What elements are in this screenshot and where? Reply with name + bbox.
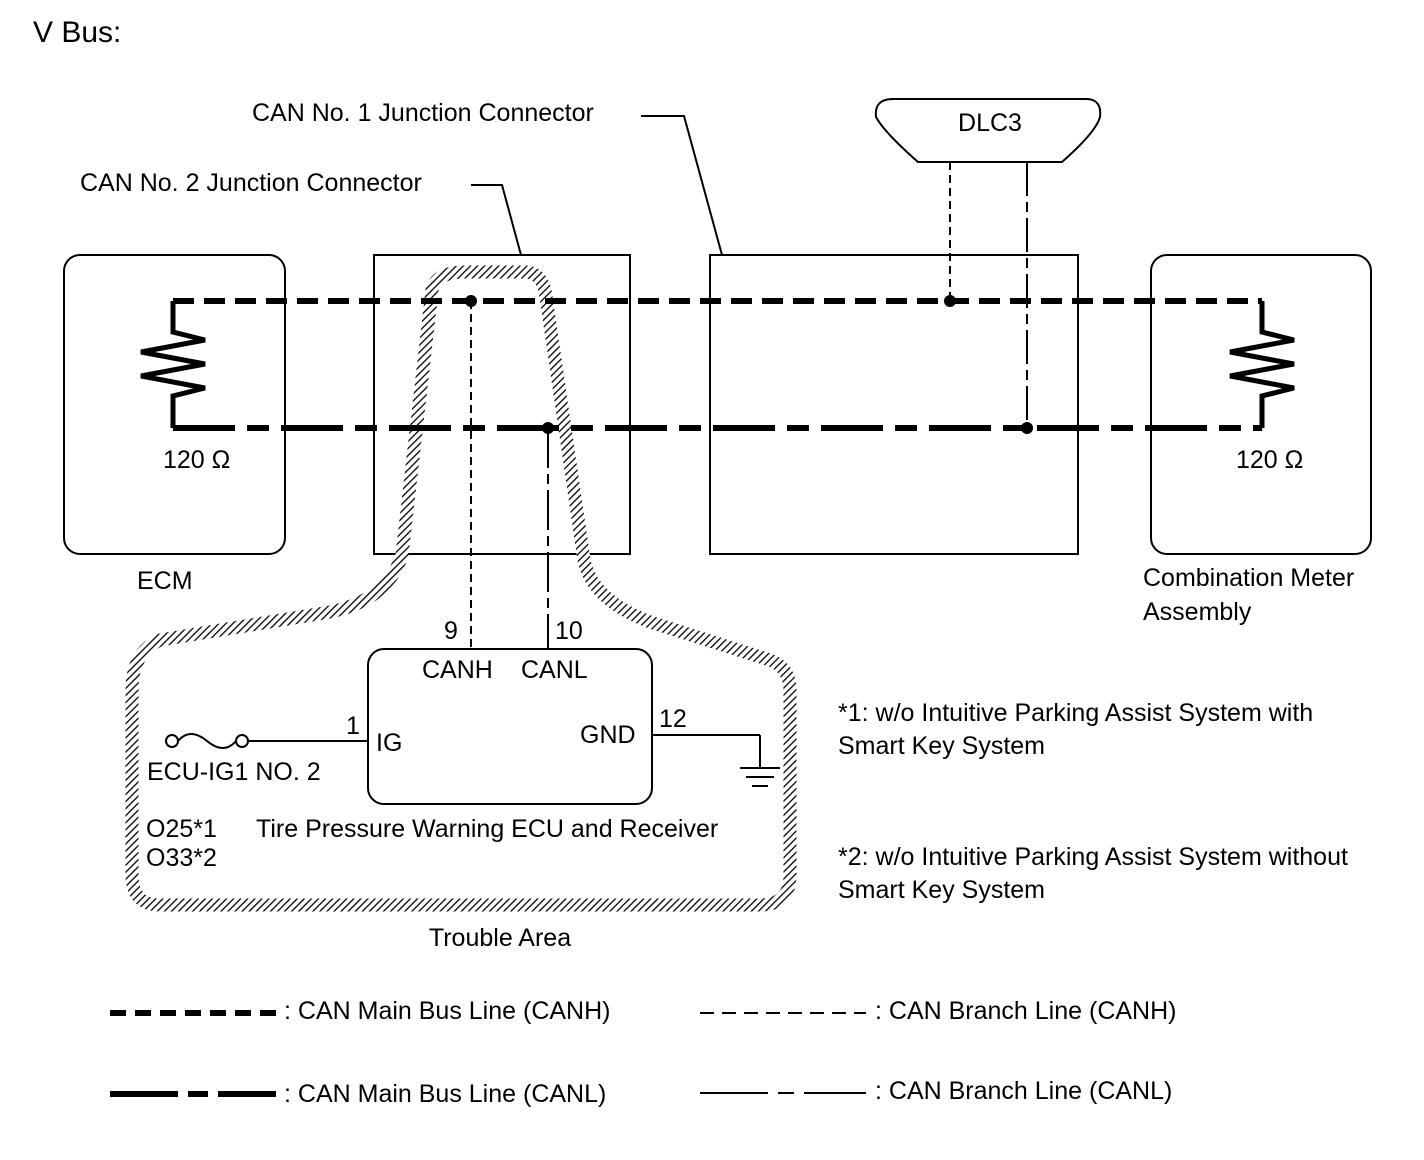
- combination-meter-box: [1150, 254, 1372, 555]
- dlc3-label: DLC3: [958, 109, 1022, 137]
- legend-main-canl-label: : CAN Main Bus Line (CANL): [284, 1080, 606, 1108]
- dlc3-canl-junction-dot: [1021, 422, 1033, 434]
- ecu-canh-junction-dot: [465, 295, 477, 307]
- tire-pressure-ecu-box: [367, 648, 653, 805]
- canh-pin-label: CANH: [422, 656, 493, 684]
- legend-main-canh-label: : CAN Main Bus Line (CANH): [284, 997, 610, 1025]
- trouble-area-label: Trouble Area: [429, 924, 571, 952]
- pin-1-label: 1: [346, 712, 360, 740]
- meter-label-line1: Combination Meter: [1143, 564, 1354, 592]
- can2-junction-box: [373, 254, 631, 555]
- meter-resistor-label: 120 Ω: [1236, 446, 1303, 474]
- ecm-resistor-label: 120 Ω: [163, 446, 230, 474]
- legend-branch-canl-label: : CAN Branch Line (CANL): [875, 1077, 1172, 1105]
- legend-branch-canh-label: : CAN Branch Line (CANH): [875, 997, 1176, 1025]
- ecm-box: [63, 254, 286, 555]
- can1-junction-label: CAN No. 1 Junction Connector: [252, 99, 594, 127]
- tpw-ecu-label: Tire Pressure Warning ECU and Receiver: [256, 815, 718, 843]
- note-1-line1: *1: w/o Intuitive Parking Assist System …: [838, 699, 1313, 727]
- fuse-terminal-right: [235, 734, 249, 748]
- gnd-pin-label: GND: [580, 721, 636, 749]
- pin-12-label: 12: [659, 705, 687, 733]
- trouble-area-outline: [125, 265, 797, 912]
- page-title: V Bus:: [33, 16, 121, 49]
- ig-pin-label: IG: [376, 729, 402, 757]
- pin-9-label: 9: [444, 617, 458, 645]
- fuse-icon: [177, 733, 237, 749]
- can2-leader-line: [471, 184, 522, 256]
- note-2-line2: Smart Key System: [838, 876, 1045, 904]
- canl-pin-label: CANL: [521, 656, 588, 684]
- ecm-resistor: [140, 301, 206, 428]
- ecm-label: ECM: [137, 567, 193, 595]
- note-2-line1: *2: w/o Intuitive Parking Assist System …: [838, 843, 1348, 871]
- dlc3-connector: [874, 98, 1102, 163]
- ground-icon: [740, 767, 780, 787]
- meter-resistor: [1229, 301, 1295, 428]
- connector-o33-label: O33*2: [146, 844, 217, 872]
- connector-o25-label: O25*1: [146, 815, 217, 843]
- can1-leader-line: [641, 115, 723, 256]
- can2-junction-label: CAN No. 2 Junction Connector: [80, 169, 422, 197]
- fuse-label: ECU-IG1 NO. 2: [147, 758, 321, 786]
- meter-label-line2: Assembly: [1143, 598, 1252, 626]
- pin-10-label: 10: [555, 617, 583, 645]
- dlc3-canh-junction-dot: [944, 295, 956, 307]
- note-1-line2: Smart Key System: [838, 732, 1045, 760]
- fuse-terminal-left: [165, 734, 179, 748]
- can1-junction-box: [709, 254, 1079, 555]
- ecu-canl-junction-dot: [542, 422, 554, 434]
